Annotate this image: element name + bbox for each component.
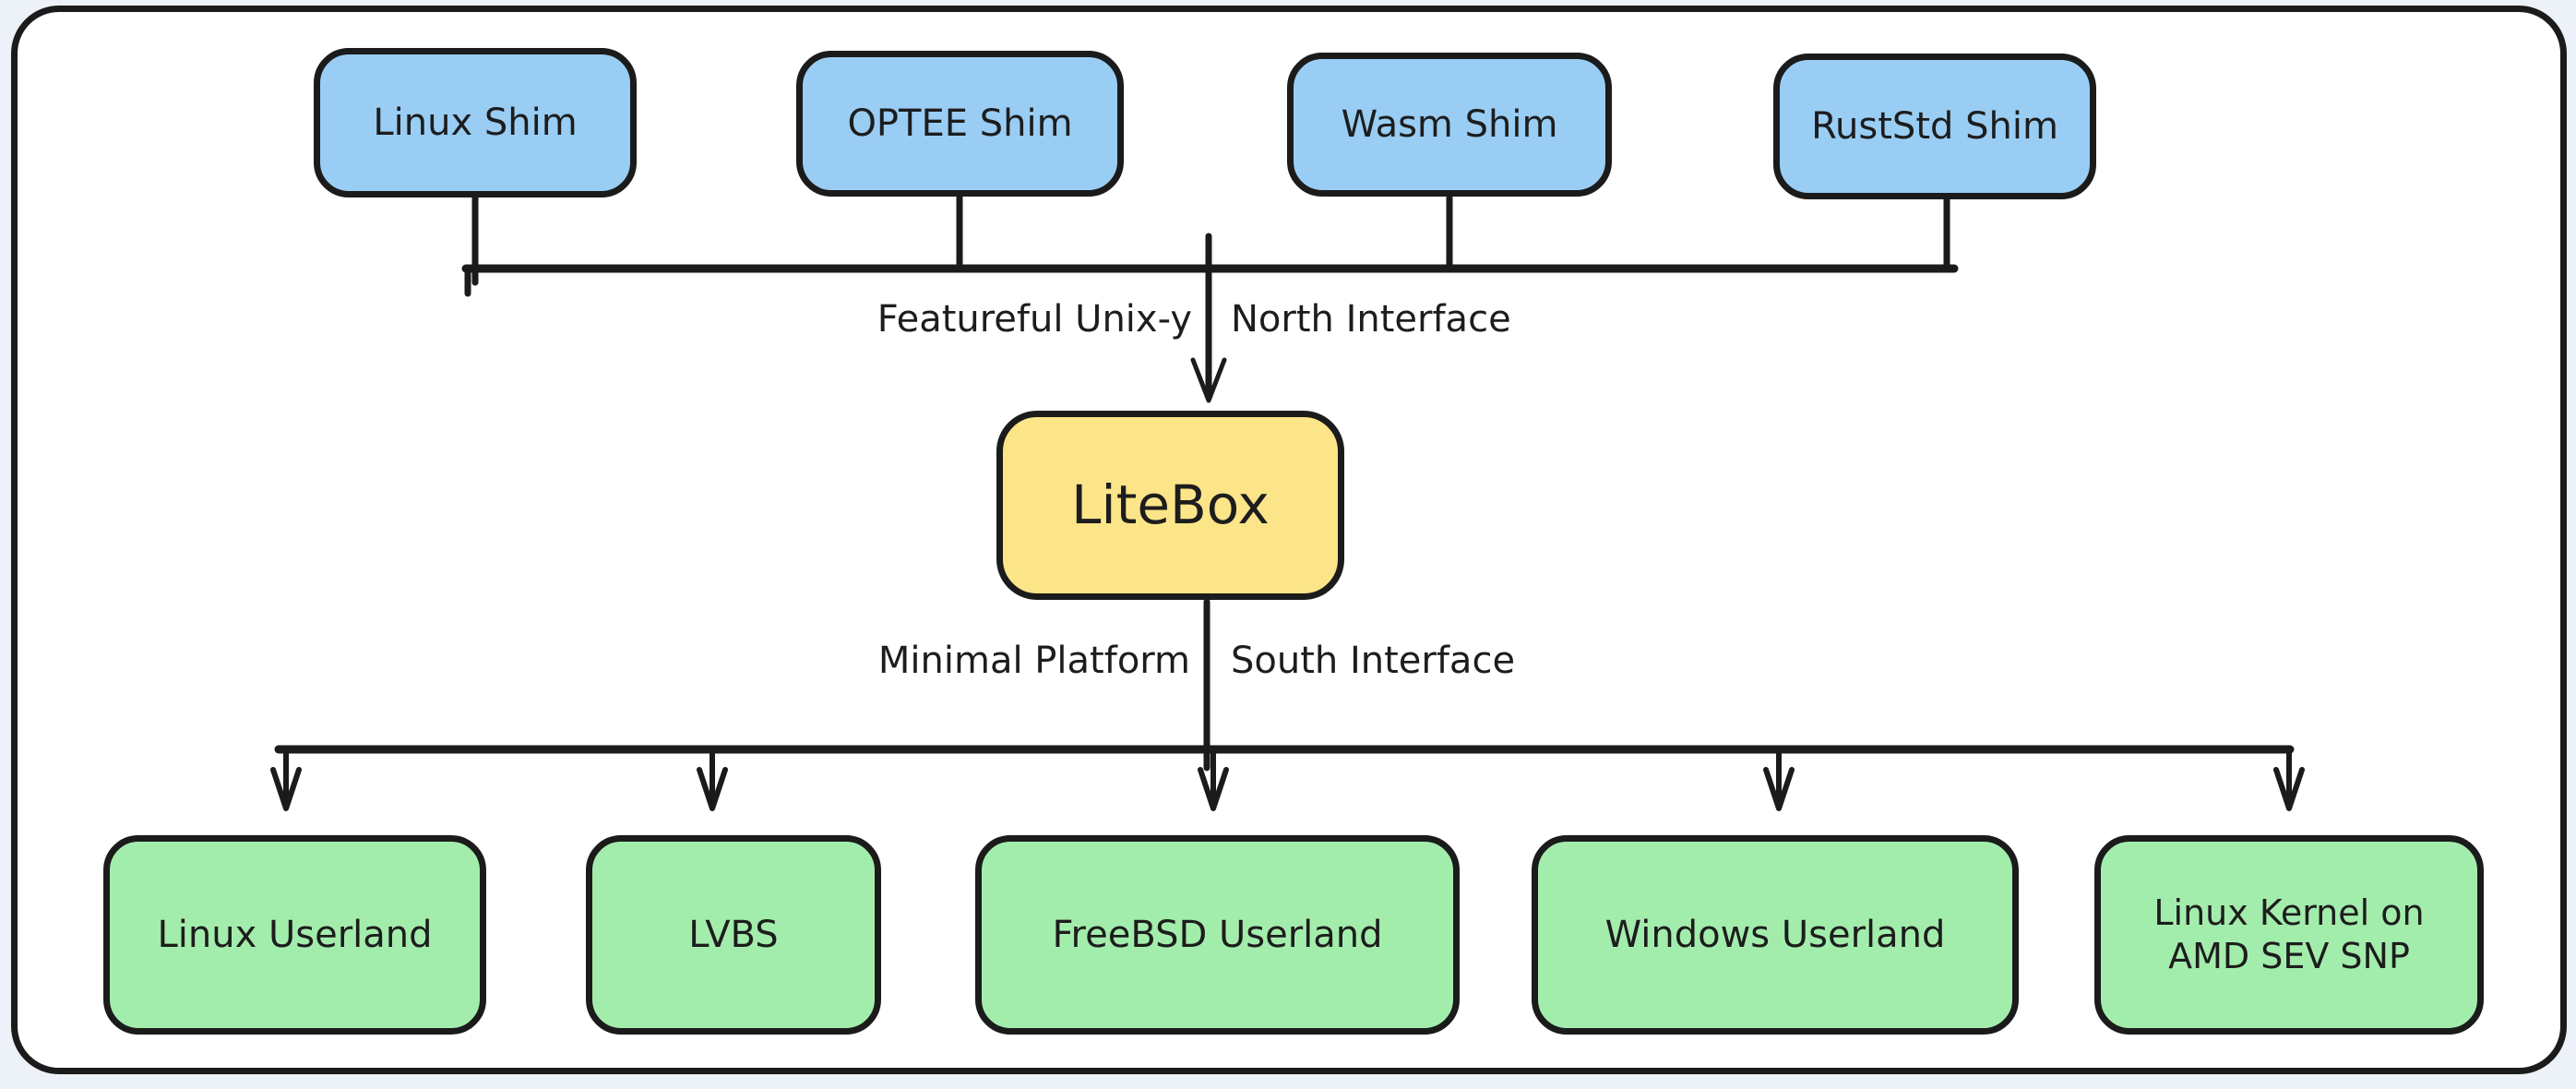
node-litebox: LiteBox: [996, 411, 1344, 600]
node-ruststd-shim-label: RustStd Shim: [1811, 105, 2058, 148]
south-interface-label-left: Minimal Platform: [877, 640, 1190, 682]
north-interface-label-right: North Interface: [1231, 298, 1511, 341]
node-linux-userland-label: Linux Userland: [157, 914, 433, 956]
node-freebsd-userland: FreeBSD Userland: [975, 835, 1460, 1035]
node-windows-userland: Windows Userland: [1532, 835, 2019, 1035]
north-interface-label-left: Featureful Unix-y: [877, 298, 1192, 341]
node-wasm-shim: Wasm Shim: [1287, 53, 1612, 197]
node-lvbs-label: LVBS: [688, 914, 779, 956]
node-ruststd-shim: RustStd Shim: [1773, 54, 2096, 199]
node-wasm-shim-label: Wasm Shim: [1341, 103, 1558, 146]
south-interface-label-right: South Interface: [1231, 640, 1516, 682]
node-linux-shim-label: Linux Shim: [373, 102, 578, 144]
node-linux-shim: Linux Shim: [314, 48, 637, 197]
node-lvbs: LVBS: [586, 835, 881, 1035]
node-windows-userland-label: Windows Userland: [1604, 914, 1946, 956]
node-linux-userland: Linux Userland: [103, 835, 486, 1035]
node-linux-kernel-amd-sev-snp-label: Linux Kernel on AMD SEV SNP: [2153, 892, 2425, 977]
node-linux-kernel-amd-sev-snp: Linux Kernel on AMD SEV SNP: [2094, 835, 2484, 1035]
node-litebox-label: LiteBox: [1071, 473, 1270, 537]
node-freebsd-userland-label: FreeBSD Userland: [1052, 914, 1383, 956]
node-optee-shim-label: OPTEE Shim: [847, 102, 1073, 145]
node-optee-shim: OPTEE Shim: [796, 51, 1124, 197]
